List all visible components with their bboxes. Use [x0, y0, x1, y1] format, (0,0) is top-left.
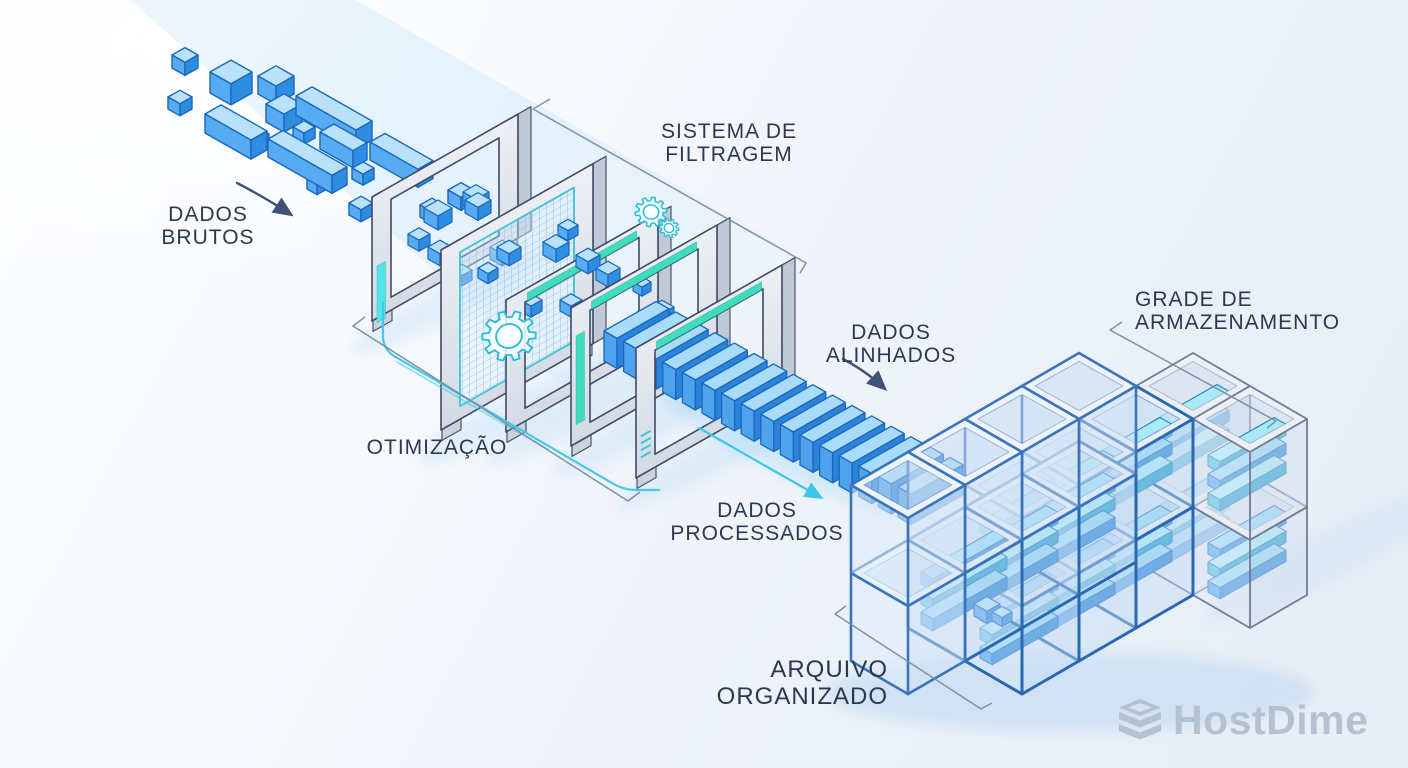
arrow-aligned-data: [841, 357, 888, 391]
label-raw-data: DADOS BRUTOS: [161, 203, 254, 249]
label-optimization: OTIMIZAÇÃO: [367, 436, 508, 459]
aligned-bars-back: [603, 300, 729, 401]
label-filtering-system-line1: SISTEMA DE: [660, 120, 798, 143]
label-aligned-data-line1: DADOS: [851, 321, 931, 344]
label-processed-data-line2: PROCESSADOS: [670, 522, 844, 545]
filtering-system: [371, 106, 796, 489]
label-processed-data-line1: DADOS: [717, 499, 797, 522]
arrow-raw-data: [235, 181, 294, 217]
hostdime-logo-icon: [1119, 699, 1161, 740]
label-raw-data-line2: BRUTOS: [161, 226, 255, 249]
bracket-filtering-system: [532, 98, 807, 274]
storage-grid-block: [849, 351, 1308, 696]
hostdime-watermark: HostDime: [1116, 697, 1368, 743]
storage-cell: [1192, 385, 1308, 541]
label-filtering-system: SISTEMA DE FILTRAGEM: [661, 120, 797, 166]
label-aligned-data: DADOS ALINHADOS: [826, 321, 956, 367]
label-organized-archive-line1: ARQUIVO: [770, 656, 888, 683]
arrow-processed-data: [697, 426, 824, 499]
hostdime-brand-text: HostDime: [1173, 697, 1369, 743]
gear-icon-large: [481, 310, 537, 362]
gear-icon-small: [634, 196, 680, 238]
storage-cell: [849, 450, 967, 608]
label-aligned-data-line2: ALINHADOS: [825, 344, 957, 367]
label-storage-grid: GRADE DE ARMAZENAMENTO: [1135, 288, 1340, 334]
data-cubes-stage2: [464, 192, 579, 318]
label-raw-data-line1: DADOS: [168, 203, 248, 226]
label-organized-archive-line2: ORGANIZADO: [716, 683, 888, 710]
label-storage-grid-line1: GRADE DE: [1135, 288, 1253, 311]
label-processed-data: DADOS PROCESSADOS: [670, 499, 843, 545]
label-organized-archive: ARQUIVO ORGANIZADO: [717, 656, 888, 710]
label-storage-grid-line2: ARMAZENAMENTO: [1135, 311, 1341, 334]
bracket-storage-grid: [1109, 321, 1277, 429]
label-filtering-system-line2: FILTRAGEM: [665, 143, 793, 166]
label-optimization-line1: OTIMIZAÇÃO: [366, 436, 508, 459]
bracket-optimization: [352, 316, 641, 502]
bracket-organized-archive: [834, 605, 993, 710]
